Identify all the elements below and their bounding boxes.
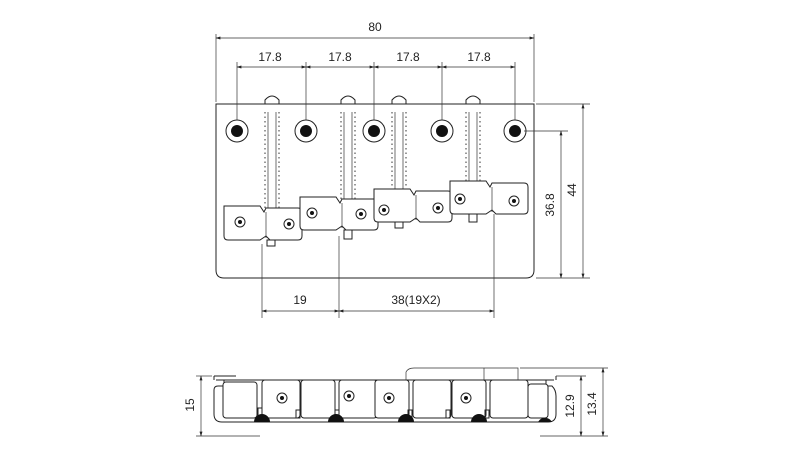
dim-80-label: 80 xyxy=(368,20,382,34)
dim-13-4-label: 13.4 xyxy=(585,392,599,416)
dim-spacing-2: 17.8 xyxy=(328,50,352,64)
side-saddles xyxy=(222,379,549,419)
dim-string-spacing: 17.8 17.8 17.8 17.8 xyxy=(236,50,516,120)
dim-15-label: 15 xyxy=(183,398,197,412)
side-string-bar xyxy=(405,367,519,380)
string-slots xyxy=(264,95,481,104)
dim-19-label: 19 xyxy=(293,293,307,307)
dim-heights: 44 36.8 xyxy=(524,103,590,279)
side-view: 15 12.9 13.4 xyxy=(183,367,608,437)
saddle-1 xyxy=(223,205,303,247)
saddle-3 xyxy=(373,188,453,229)
dim-mount-spacing: 19 38(19X2) xyxy=(261,214,495,318)
dim-side-left: 15 xyxy=(183,375,260,437)
saddle-2 xyxy=(299,196,379,240)
dim-36-8-label: 36.8 xyxy=(543,193,557,217)
dim-overall-width: 80 xyxy=(215,20,535,102)
dim-spacing-1: 17.8 xyxy=(258,50,282,64)
dim-spacing-4: 17.8 xyxy=(467,50,491,64)
top-view: 80 17.8 17.8 17.8 17.8 44 36.8 xyxy=(215,20,590,318)
intonation-channels xyxy=(264,112,481,212)
dim-side-right: 12.9 13.4 xyxy=(520,367,608,437)
dim-12-9-label: 12.9 xyxy=(563,394,577,418)
dim-44-label: 44 xyxy=(565,183,579,197)
dim-spacing-3: 17.8 xyxy=(396,50,420,64)
saddle-4 xyxy=(449,180,529,223)
side-mount-screws xyxy=(254,414,552,422)
dim-38-label: 38(19X2) xyxy=(391,293,440,307)
saddles xyxy=(223,180,529,247)
